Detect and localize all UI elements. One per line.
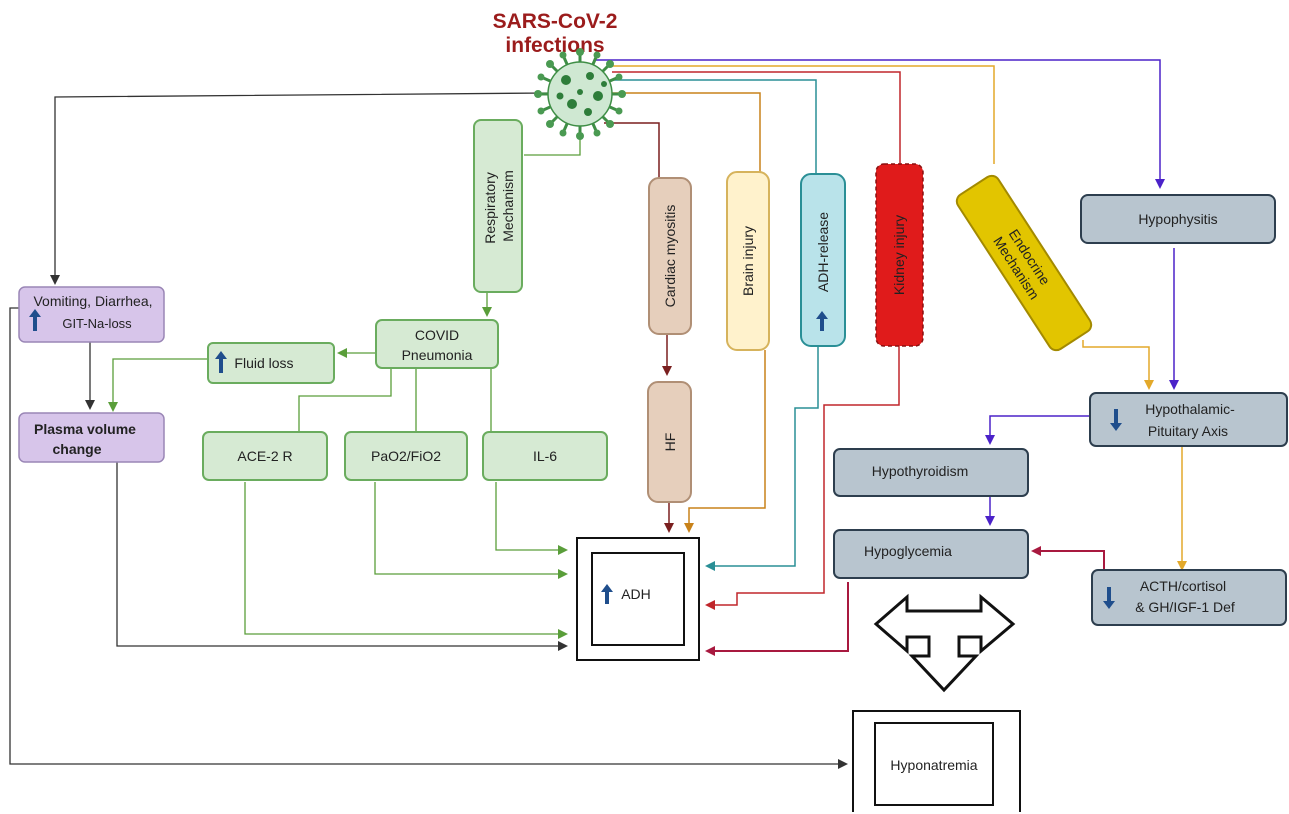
edge-fluidloss-plasma xyxy=(113,359,208,410)
edge-vomiting-hyponatremia xyxy=(10,308,846,764)
node-hypoglycemia: Hypoglycemia xyxy=(834,530,1028,578)
plasma-label-line1: Plasma volume xyxy=(34,421,136,437)
node-adh: ADH xyxy=(577,538,699,660)
pao2-label: PaO2/FiO2 xyxy=(371,448,441,464)
hypoglycemia-label: Hypoglycemia xyxy=(864,543,952,559)
respiratory-label-line2: Mechanism xyxy=(500,170,516,242)
kidney-label: Kidney injury xyxy=(891,215,907,295)
node-adh-release: ADH-release xyxy=(801,174,845,346)
il6-label: IL-6 xyxy=(533,448,557,464)
node-il6: IL-6 xyxy=(483,432,607,480)
node-ace2-receptor: ACE-2 R xyxy=(203,432,327,480)
pneumonia-label-line1: COVID xyxy=(415,327,459,343)
edge-virus-kidney xyxy=(612,72,900,164)
node-hypothyroidism: Hypothyroidism xyxy=(834,449,1028,496)
node-fluid-loss: Fluid loss xyxy=(208,343,334,383)
edge-ace2-adh xyxy=(245,482,566,634)
edge-hpa-hypothyroidism xyxy=(990,416,1090,443)
cardiac-label: Cardiac myositis xyxy=(662,205,678,308)
virus-icon xyxy=(534,48,626,140)
respiratory-label-line1: Respiratory xyxy=(482,172,498,244)
hypophysitis-label: Hypophysitis xyxy=(1138,211,1217,227)
t-arrow-icon xyxy=(876,597,1013,690)
node-acth-cortisol: ACTH/cortisol & GH/IGF-1 Def xyxy=(1092,570,1286,625)
acth-label-line2: & GH/IGF-1 Def xyxy=(1135,599,1235,615)
node-kidney-injury: Kidney injury xyxy=(876,164,923,346)
hpa-label-line1: Hypothalamic- xyxy=(1145,401,1235,417)
edge-virus-cardiac xyxy=(604,123,659,178)
fluid-loss-label: Fluid loss xyxy=(234,355,293,371)
pneumonia-label-line2: Pneumonia xyxy=(402,347,473,363)
node-covid-pneumonia: COVID Pneumonia xyxy=(376,320,498,368)
node-pao2-fio2: PaO2/FiO2 xyxy=(345,432,467,480)
edge-adhrelease-adh xyxy=(707,346,818,566)
edge-il6-adh xyxy=(496,482,566,550)
adh-label: ADH xyxy=(621,586,651,602)
edge-endocrine-hpa xyxy=(1083,340,1149,388)
node-endocrine-mechanism: Endocrine Mechanism xyxy=(954,173,1094,353)
node-plasma-volume: Plasma volume change xyxy=(19,413,164,462)
hf-label: HF xyxy=(662,433,678,452)
hyponatremia-label: Hyponatremia xyxy=(890,757,977,773)
node-heart-failure: HF xyxy=(648,382,691,502)
node-vomiting-diarrhea: Vomiting, Diarrhea, GIT-Na-loss xyxy=(19,287,164,342)
node-brain-injury: Brain injury xyxy=(727,172,769,350)
ace2-label: ACE-2 R xyxy=(237,448,292,464)
edge-virus-brain xyxy=(612,93,760,172)
edge-plasma-adh xyxy=(117,462,566,646)
diagram-title-line2: infections xyxy=(505,34,604,57)
edge-brain-adh xyxy=(689,350,765,531)
hpa-label-line2: Pituitary Axis xyxy=(1148,423,1228,439)
node-respiratory-mechanism: Respiratory Mechanism xyxy=(474,120,522,292)
node-hyponatremia: Hyponatremia xyxy=(853,711,1020,812)
vomiting-label-line2: GIT-Na-loss xyxy=(62,316,132,331)
acth-label-line1: ACTH/cortisol xyxy=(1140,578,1226,594)
edge-acth-hypoglycemia xyxy=(1033,551,1104,570)
adh-release-label: ADH-release xyxy=(815,212,831,292)
plasma-label-line2: change xyxy=(52,441,101,457)
diagram-title-line1: SARS-CoV-2 xyxy=(493,10,618,33)
edge-pao2-adh xyxy=(375,482,566,574)
node-hypothalamic-pituitary-axis: Hypothalamic- Pituitary Axis xyxy=(1090,393,1287,446)
brain-label: Brain injury xyxy=(740,226,756,296)
hypothyroidism-label: Hypothyroidism xyxy=(872,463,968,479)
vomiting-label-line1: Vomiting, Diarrhea, xyxy=(33,293,152,309)
edge-virus-respiratory xyxy=(524,130,580,155)
node-cardiac-myositis: Cardiac myositis xyxy=(649,178,691,334)
node-hypophysitis: Hypophysitis xyxy=(1081,195,1275,243)
edge-virus-adhrelease xyxy=(612,80,816,174)
